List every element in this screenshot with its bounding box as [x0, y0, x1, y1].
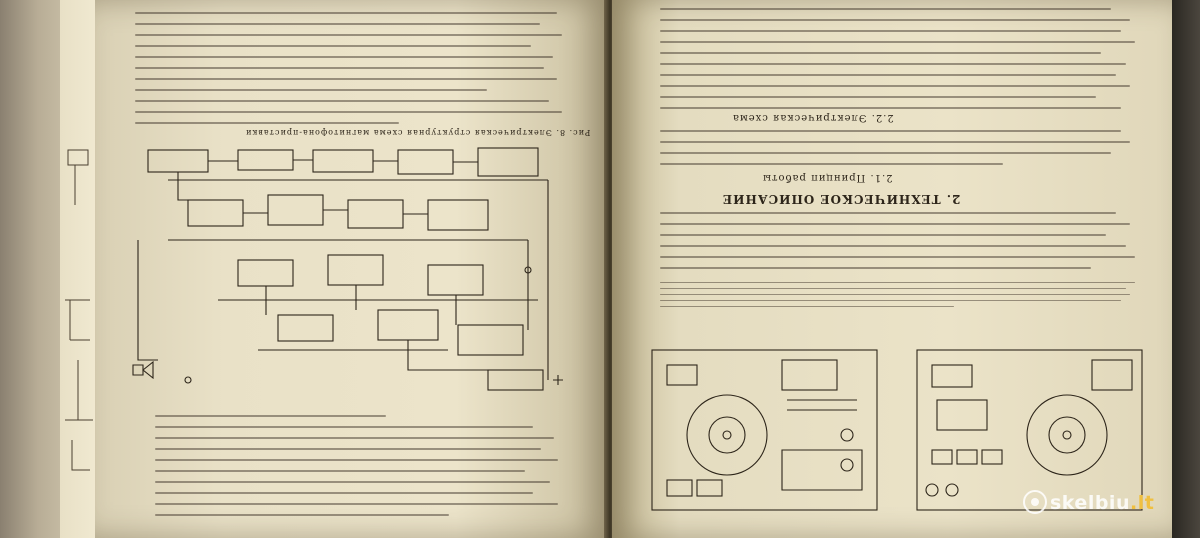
right-caption-lines — [660, 282, 1150, 312]
left-text-bottom — [155, 415, 575, 525]
subsection-title-2: 2.2. Электрическая схема — [732, 112, 894, 123]
subsection-title-1: 2.1. Принцип работы — [762, 172, 893, 183]
dark-background — [1172, 0, 1200, 538]
block-diagram — [132, 147, 563, 391]
tape-recorder-drawings — [651, 349, 1143, 511]
edge-diagram-fragment — [65, 149, 93, 471]
underlying-page-edge — [60, 0, 101, 538]
watermark-text: skelbiu.lt — [1050, 492, 1155, 514]
watermark-logo-icon — [1023, 490, 1047, 514]
section-title: 2. ТЕХНИЧЕСКОЕ ОПИСАНИЕ — [722, 192, 961, 206]
right-text-mid — [660, 130, 1150, 174]
right-text-top — [660, 8, 1150, 118]
left-page: Рис. 8. Электрическая структурная схема … — [95, 0, 610, 538]
right-page: 2.2. Электрическая схема 2.1. Принцип ра… — [612, 0, 1172, 538]
right-text-lower — [660, 212, 1150, 278]
left-text-top — [135, 12, 575, 133]
figure-caption: Рис. 8. Электрическая структурная схема … — [245, 128, 591, 137]
